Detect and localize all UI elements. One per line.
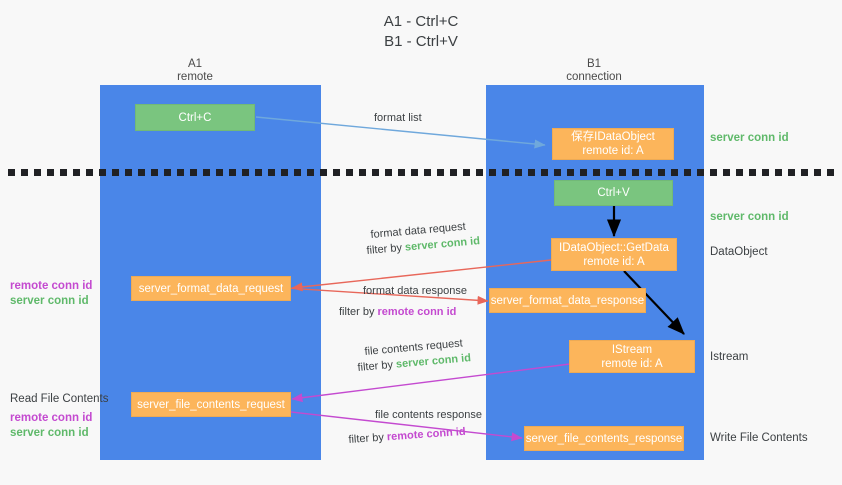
column-header-b1: B1 connection xyxy=(514,58,674,84)
node-ctrl-c-label: Ctrl+C xyxy=(178,111,212,124)
label-server-conn-id-2: server conn id xyxy=(10,427,89,439)
label-server-conn-id-1: server conn id xyxy=(10,295,89,307)
label-server-conn-id-mid: server conn id xyxy=(710,211,789,223)
label-dataobject: DataObject xyxy=(710,246,768,258)
node-istream-line2: remote id: A xyxy=(601,357,663,370)
filter-prefix-2: filter by xyxy=(339,306,378,318)
filter-value-2: remote conn id xyxy=(377,306,457,318)
node-server-file-contents-response[interactable]: server_file_contents_response xyxy=(524,426,684,451)
node-server-format-data-request[interactable]: server_format_data_request xyxy=(131,276,291,301)
column-b1-sub: connection xyxy=(566,71,622,83)
node-ctrl-c[interactable]: Ctrl+C xyxy=(135,104,255,131)
node-server-file-contents-request[interactable]: server_file_contents_request xyxy=(131,392,291,417)
column-a1-sub: remote xyxy=(177,71,213,83)
label-remote-conn-id-1: remote conn id xyxy=(10,280,93,292)
diagram-title: A1 - Ctrl+C B1 - Ctrl+V xyxy=(0,12,842,52)
filter-prefix-1: filter by xyxy=(366,241,406,257)
node-server-format-data-response-label: server_format_data_response xyxy=(490,294,645,307)
node-idataobject-getdata[interactable]: IDataObject::GetData remote id: A xyxy=(551,238,677,271)
node-ctrl-v[interactable]: Ctrl+V xyxy=(554,180,673,206)
column-b1-name: B1 xyxy=(586,58,602,70)
edge-label-file-contents-response-filter: filter by remote conn id xyxy=(348,425,466,448)
node-server-file-contents-request-label: server_file_contents_request xyxy=(137,398,285,411)
dashed-divider xyxy=(8,169,834,176)
node-idataobject-getdata-line2: remote id: A xyxy=(583,255,645,268)
label-write-file-contents: Write File Contents xyxy=(710,432,808,444)
node-istream[interactable]: IStream remote id: A xyxy=(569,340,695,373)
node-save-idataobject-line1: 保存IDataObject xyxy=(571,131,655,143)
node-server-format-data-response[interactable]: server_format_data_response xyxy=(489,288,646,313)
filter-prefix-4: filter by xyxy=(348,431,388,446)
label-istream: Istream xyxy=(710,351,749,363)
column-a1-name: A1 xyxy=(187,58,203,70)
column-header-a1: A1 remote xyxy=(115,58,275,84)
label-remote-conn-id-2: remote conn id xyxy=(10,412,93,424)
filter-prefix-3: filter by xyxy=(357,358,397,374)
node-server-format-data-request-label: server_format_data_request xyxy=(138,282,284,295)
node-server-file-contents-response-label: server_file_contents_response xyxy=(525,432,683,445)
node-ctrl-v-label: Ctrl+V xyxy=(597,187,630,199)
edge-label-format-data-response: format data response xyxy=(363,285,467,297)
title-line-2: B1 - Ctrl+V xyxy=(384,33,458,50)
edge-label-file-contents-response: file contents response xyxy=(375,409,483,421)
node-save-idataobject-line2: remote id: A xyxy=(582,145,644,157)
label-read-file-contents: Read File Contents xyxy=(10,393,109,405)
filter-value-4: remote conn id xyxy=(386,425,466,444)
node-save-idataobject[interactable]: 保存IDataObject remote id: A xyxy=(552,128,674,160)
title-line-1: A1 - Ctrl+C xyxy=(383,13,459,30)
node-idataobject-getdata-line1: IDataObject::GetData xyxy=(559,241,669,254)
edge-label-format-list: format list xyxy=(374,112,422,124)
label-server-conn-id-top: server conn id xyxy=(710,132,789,144)
edge-label-format-data-response-filter: filter by remote conn id xyxy=(339,305,456,320)
node-istream-line1: IStream xyxy=(611,343,653,356)
